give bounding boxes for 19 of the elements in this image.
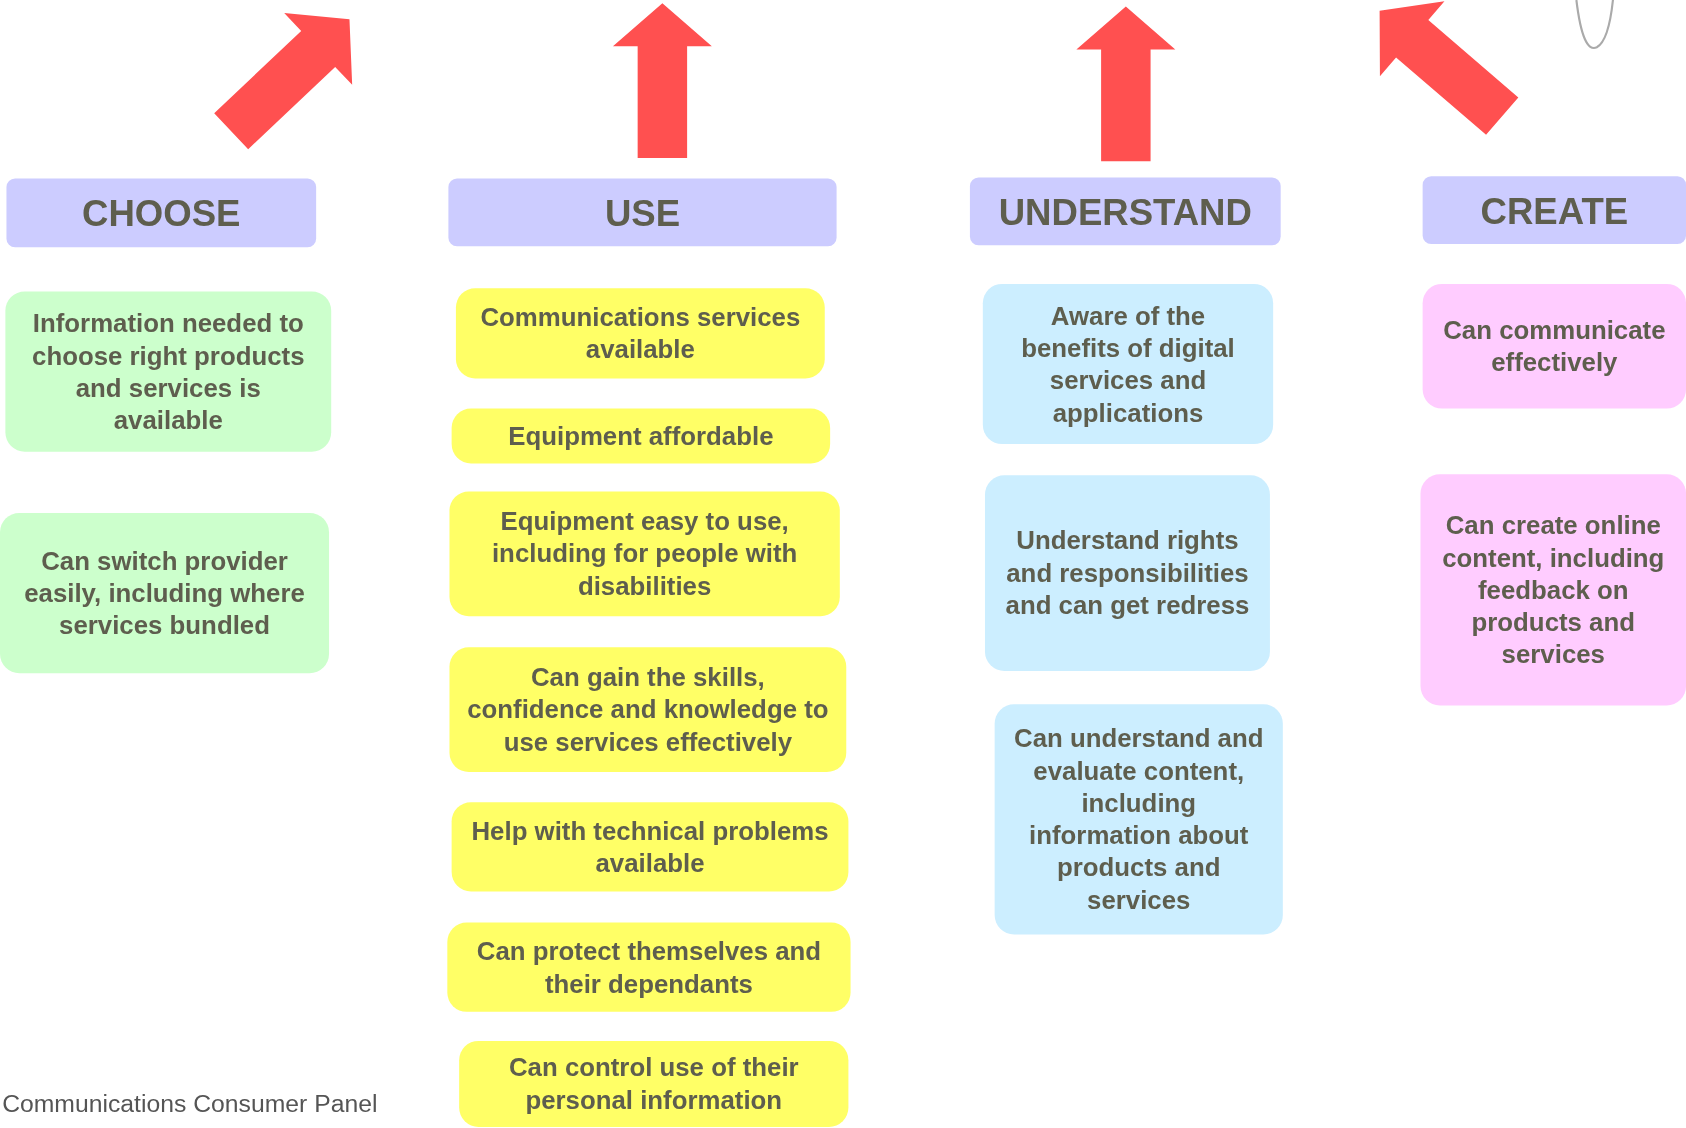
rounded-box: Can switch provider easily, including where services bundled <box>0 512 330 674</box>
column-header: UNDERSTAND <box>969 177 1281 246</box>
column-header: USE <box>448 178 837 247</box>
column-header: CREATE <box>1422 176 1686 245</box>
rounded-box: Understand rights and responsibilities and can get redress <box>984 475 1270 671</box>
rounded-box: Aware of the benefits of digital services and applications <box>982 283 1274 445</box>
rounded-box: Equipment affordable <box>451 408 831 464</box>
rounded-box: Can gain the skills, confidence and knowledge to use services effectively <box>449 647 847 773</box>
rounded-box: Can create online content, including feedback on products and services <box>1420 474 1686 706</box>
rounded-box: Can protect themselves and their dependants <box>447 922 851 1012</box>
rounded-box: Equipment easy to use, including for people with disabilities <box>449 491 840 617</box>
column-header: CHOOSE <box>6 178 317 248</box>
rounded-box: Can control use of their personal information <box>459 1040 849 1127</box>
rounded-box: Can understand and evaluate content, including information about products and services <box>994 704 1283 935</box>
source-note: Communications Consumer Panel <box>2 1089 378 1119</box>
rounded-box: Help with technical problems available <box>451 802 849 892</box>
rounded-box: Can communicate effectively <box>1422 283 1686 409</box>
rounded-box: Communications services available <box>455 288 825 379</box>
rounded-box: Information needed to choose right products and services is available <box>5 291 332 452</box>
